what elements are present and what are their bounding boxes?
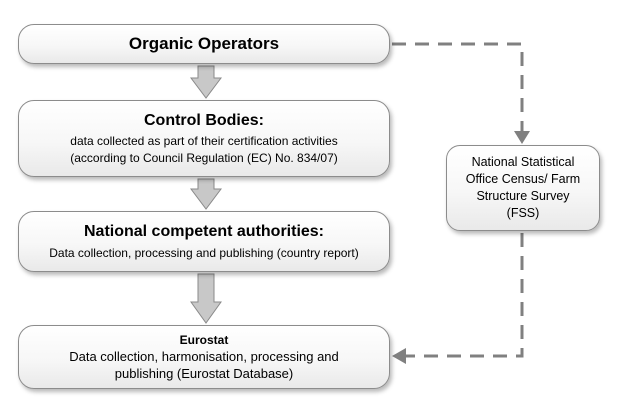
control-bodies-desc-2: (according to Council Regulation (EC) No… xyxy=(70,150,338,165)
national-authorities-box: National competent authorities: Data col… xyxy=(18,211,390,272)
national-statistical-office-box: National Statistical Office Census/ Farm… xyxy=(446,145,600,231)
arrow-operators-to-control xyxy=(190,65,222,99)
dashed-arrow-operators-to-nso xyxy=(392,42,524,136)
control-bodies-title: Control Bodies: xyxy=(144,111,264,129)
arrowhead-into-nso xyxy=(514,131,530,144)
control-bodies-desc-1: data collected as part of their certific… xyxy=(70,133,338,148)
eurostat-title: Eurostat xyxy=(179,333,229,347)
eurostat-desc-1: Data collection, harmonisation, processi… xyxy=(69,349,339,364)
nso-line-2: Office Census/ Farm xyxy=(465,172,581,186)
arrow-national-to-eurostat xyxy=(190,273,222,324)
arrow-control-to-national xyxy=(190,178,222,210)
dashed-arrow-nso-to-eurostat xyxy=(404,233,524,358)
national-authorities-desc: Data collection, processing and publishi… xyxy=(49,245,359,260)
eurostat-box: Eurostat Data collection, harmonisation,… xyxy=(18,325,390,389)
eurostat-desc-2: publishing (Eurostat Database) xyxy=(114,366,294,381)
organic-operators-title: Organic Operators xyxy=(128,34,280,53)
nso-line-1: National Statistical xyxy=(471,155,575,169)
nso-line-3: Structure Survey xyxy=(476,189,570,203)
national-authorities-title: National competent authorities: xyxy=(83,222,325,240)
nso-line-4: (FSS) xyxy=(506,206,540,220)
organic-operators-box: Organic Operators xyxy=(18,24,390,64)
control-bodies-box: Control Bodies: data collected as part o… xyxy=(18,100,390,177)
arrowhead-into-eurostat xyxy=(392,348,406,364)
